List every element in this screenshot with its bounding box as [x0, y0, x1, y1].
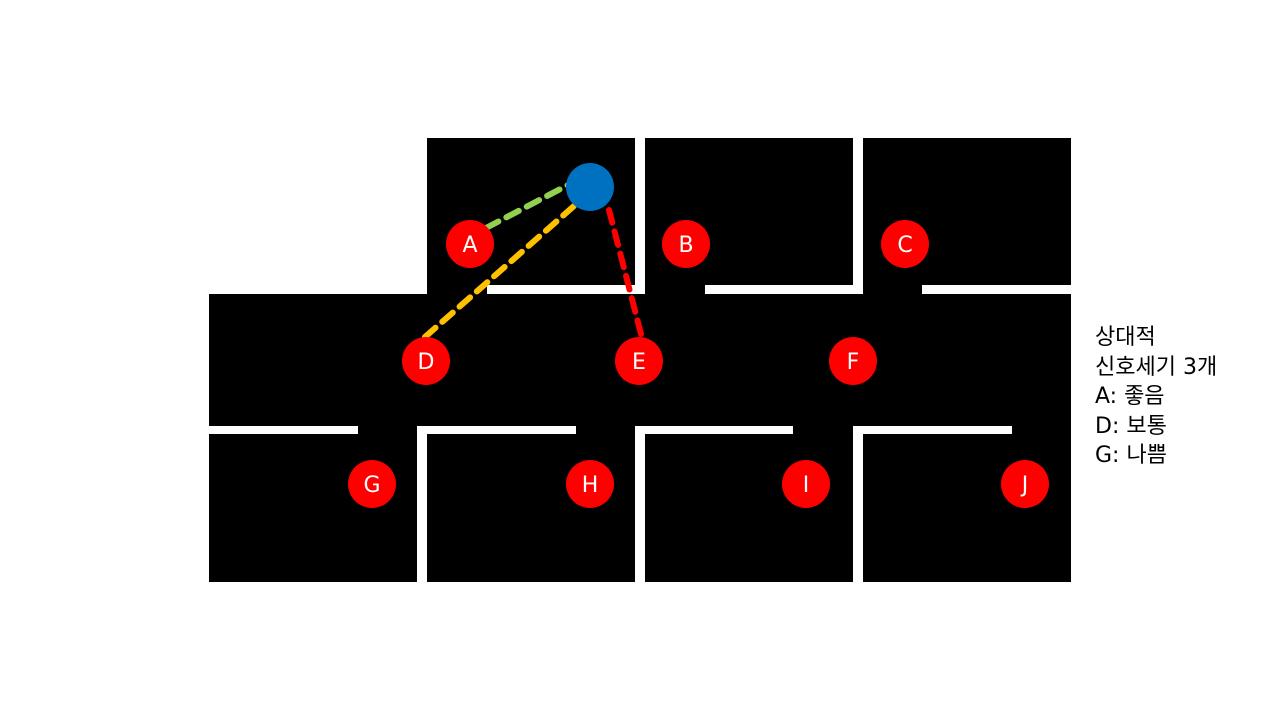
node-d-label: D	[418, 350, 435, 375]
node-h-label: H	[582, 473, 599, 498]
node-d-circle	[402, 337, 450, 385]
node-j-label: J	[1020, 473, 1029, 498]
node-e: E	[615, 337, 663, 385]
wall-segment	[209, 426, 358, 434]
node-g-label: G	[363, 473, 380, 498]
signal-strength-legend: 상대적 신호세기 3개 A: 좋음 D: 보통 G: 나쁨	[1095, 323, 1217, 471]
wall-segment	[487, 285, 645, 294]
node-c-label: C	[897, 233, 912, 258]
node-i-label: I	[803, 473, 810, 498]
node-g-circle	[348, 460, 396, 508]
wall-segment	[922, 285, 1071, 294]
legend-good: A: 좋음	[1095, 384, 1165, 409]
wall-segment	[705, 285, 863, 294]
wall-segment	[635, 138, 645, 294]
node-j: J	[1001, 460, 1049, 508]
node-b-circle	[662, 220, 710, 268]
wall-segment	[635, 426, 793, 434]
node-i-circle	[782, 460, 830, 508]
wall-segment	[417, 426, 427, 582]
node-i: I	[782, 460, 830, 508]
wall-segment	[853, 138, 863, 294]
legend-title-line2: 신호세기 3개	[1095, 354, 1218, 380]
node-j-circle	[1001, 460, 1049, 508]
wall-segment	[853, 426, 863, 582]
node-a: A	[446, 220, 494, 268]
node-h: H	[566, 460, 614, 508]
node-d: D	[402, 337, 450, 385]
walls	[209, 138, 1071, 582]
legend-title-line1: 상대적	[1095, 325, 1156, 350]
node-e-circle	[615, 337, 663, 385]
signal-link-a	[483, 182, 571, 231]
wall-segment	[635, 426, 645, 582]
signal-link-d	[422, 203, 577, 340]
node-e-label: E	[632, 350, 646, 375]
legend-normal: D: 보통	[1095, 413, 1167, 439]
signal-link-e	[606, 207, 644, 337]
node-h-circle	[566, 460, 614, 508]
node-c: C	[881, 220, 929, 268]
node-f-label: F	[847, 350, 860, 375]
room-area-top	[427, 138, 1071, 298]
device-nodes: A B C D E F G H I J	[348, 220, 1049, 508]
legend-bad: G: 나쁨	[1095, 443, 1167, 468]
node-g: G	[348, 460, 396, 508]
node-f: F	[829, 337, 877, 385]
node-b-label: B	[678, 233, 693, 258]
node-a-label: A	[462, 233, 477, 258]
signal-links	[422, 182, 644, 340]
node-b: B	[662, 220, 710, 268]
wall-segment	[417, 426, 576, 434]
beacon-source	[566, 163, 614, 211]
node-f-circle	[829, 337, 877, 385]
wall-segment	[853, 426, 1012, 434]
node-c-circle	[881, 220, 929, 268]
node-a-circle	[446, 220, 494, 268]
